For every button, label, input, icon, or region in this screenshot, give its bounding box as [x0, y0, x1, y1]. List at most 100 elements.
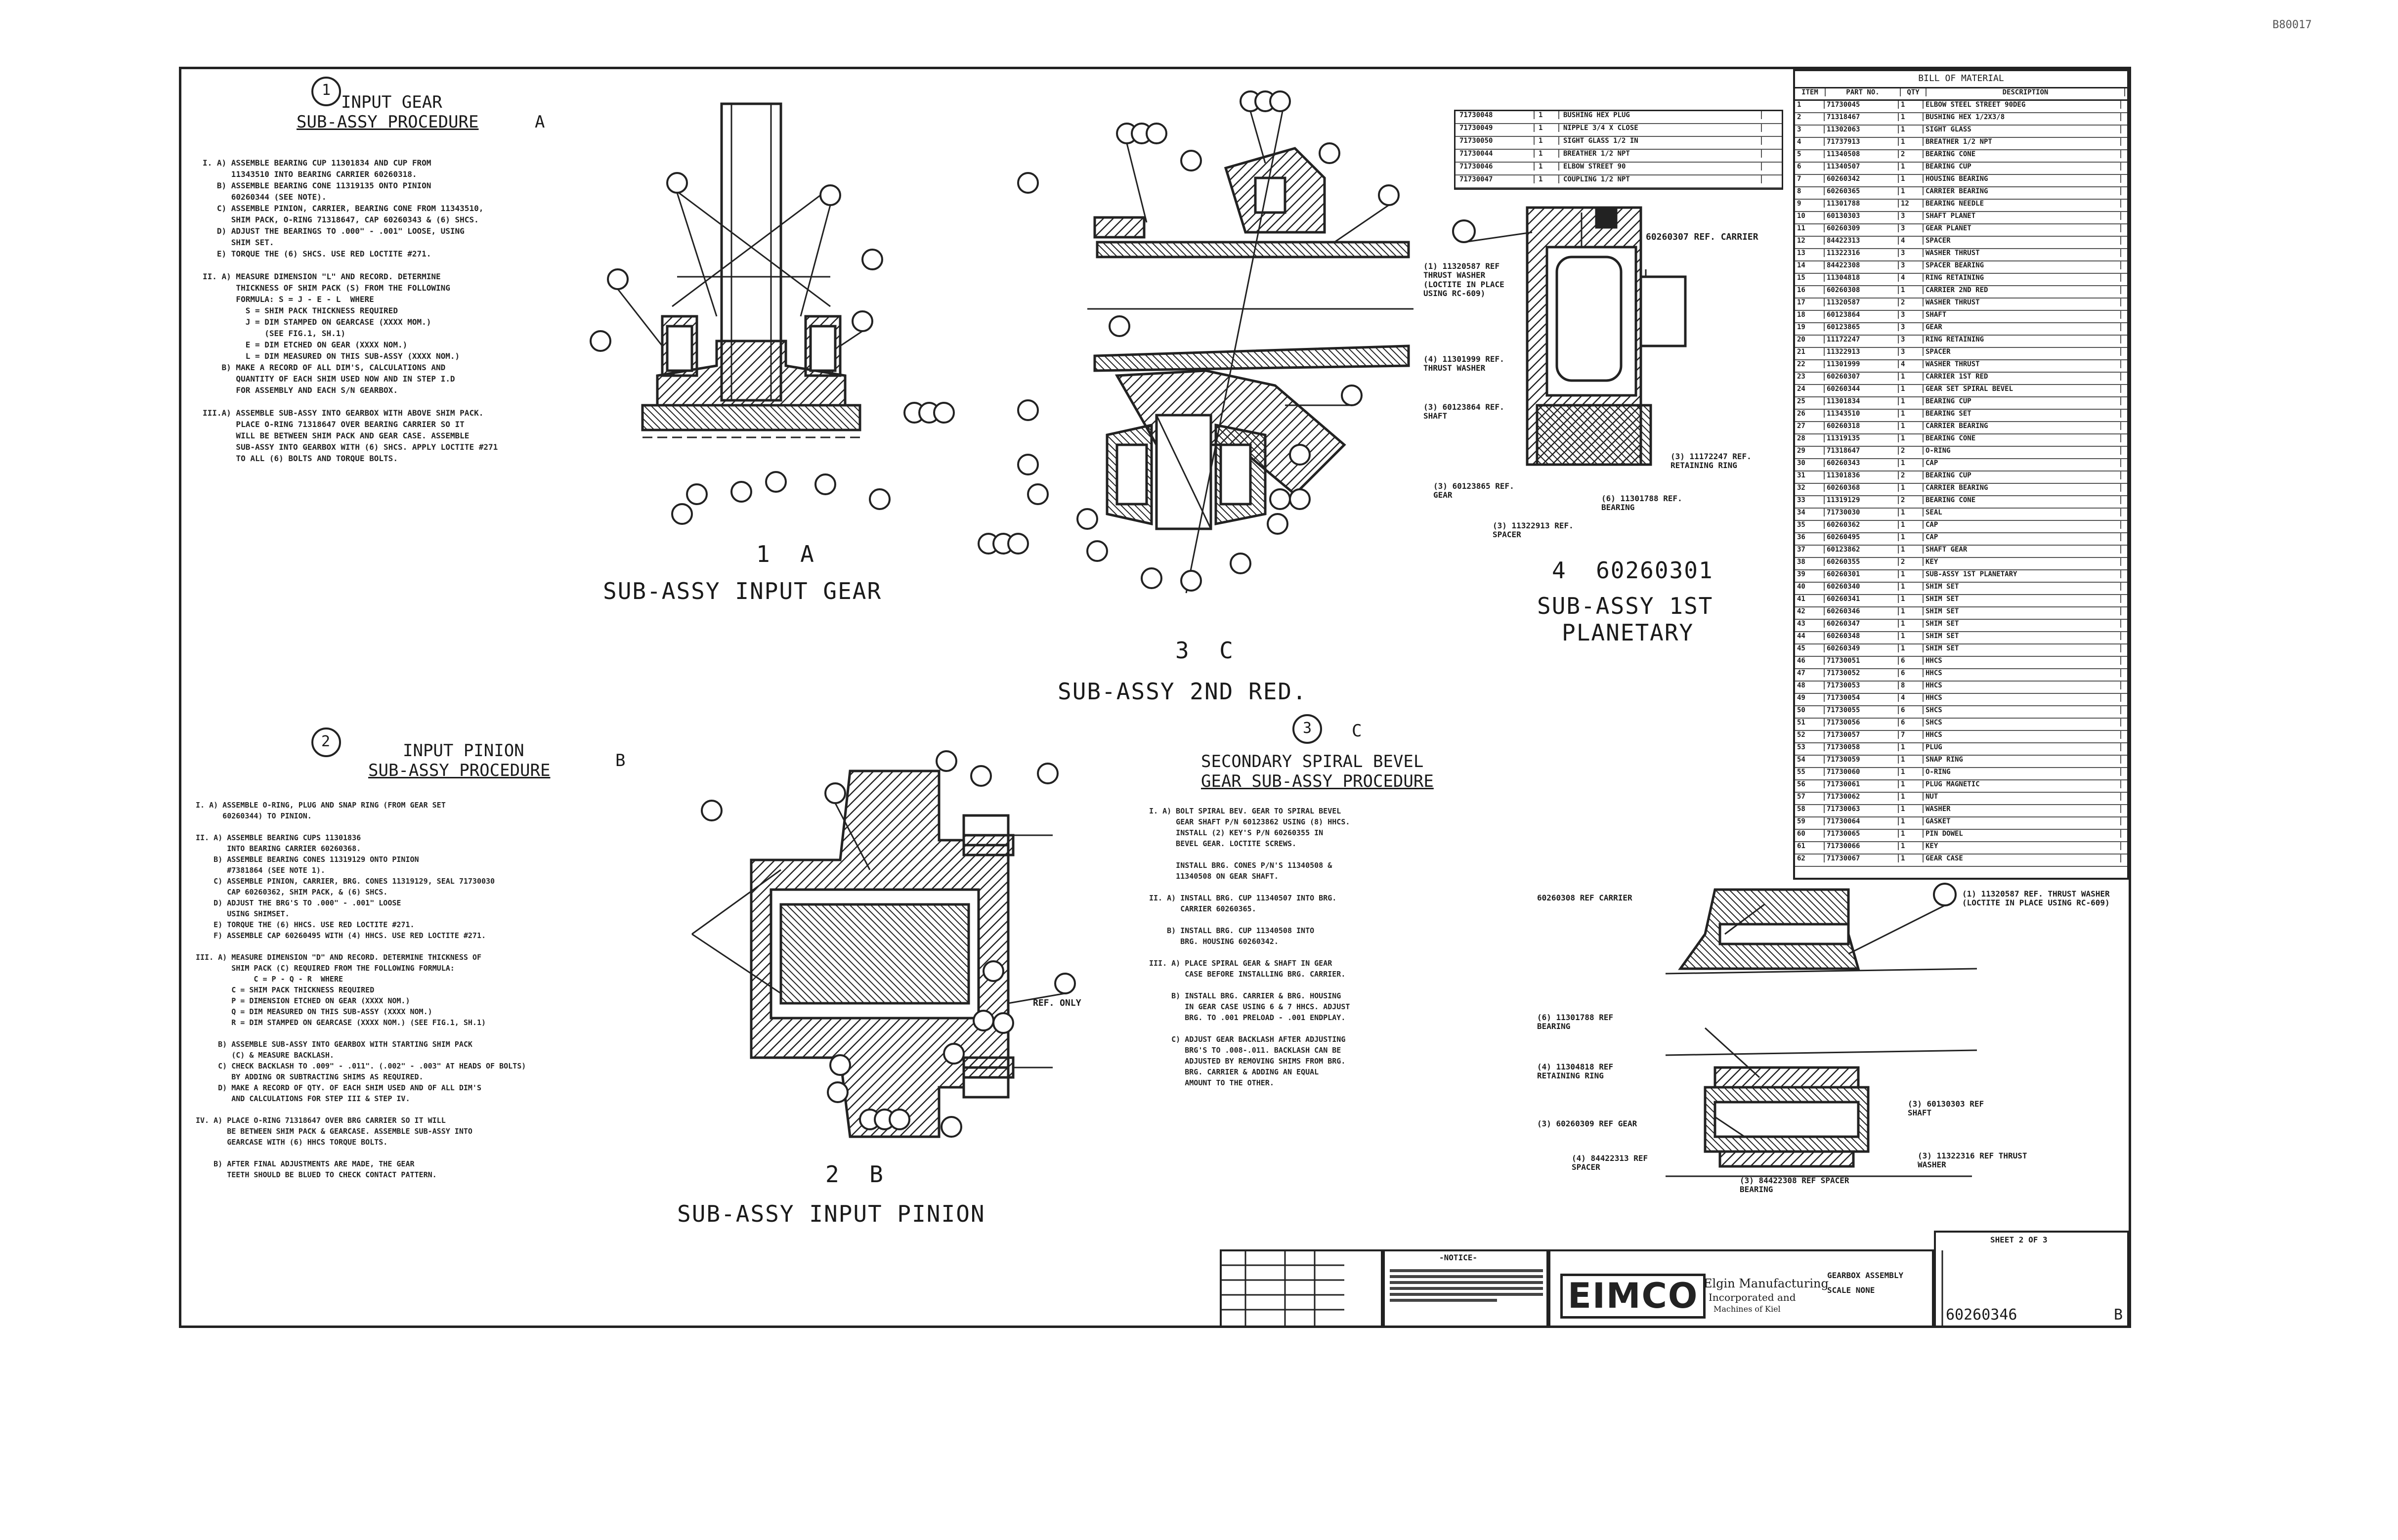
bom-cell: CAP — [1924, 459, 2121, 467]
bom-cell: 1 — [1899, 780, 1924, 788]
procedure-step: B) ASSEMBLE BEARING CONES 11319129 ONTO … — [196, 855, 419, 864]
carrier-callout-spacer: (4) 84422313 REF SPACER — [1572, 1154, 1648, 1172]
procedure-step: GEAR SHAFT P/N 60123862 USING (8) HHCS. — [1149, 817, 1350, 826]
bom-cell: 14 — [1795, 261, 1825, 269]
procedure-step: III.A) ASSEMBLE SUB-ASSY INTO GEARBOX WI… — [203, 408, 484, 418]
bom-cell: 71730061 — [1825, 780, 1899, 788]
procedure-step: B) AFTER FINAL ADJUSTMENTS ARE MADE, THE… — [196, 1159, 415, 1168]
bom-cell: 51 — [1795, 719, 1825, 727]
bom-cell: 1 — [1899, 385, 1924, 393]
revision-letter: B — [2114, 1306, 2123, 1324]
bom-cell: 1 — [1899, 101, 1924, 109]
bom-cell: 11304818 — [1825, 274, 1899, 282]
bom-cell: 84422313 — [1825, 237, 1899, 245]
bom-cell: 57 — [1795, 793, 1825, 801]
view-first-planetary-drawing — [1526, 206, 1687, 466]
bom-cell: 1 — [1899, 422, 1924, 430]
bom-cell: 3 — [1899, 249, 1924, 257]
procedure-step: SHIM PACK (C) REQUIRED FROM THE FOLLOWIN… — [196, 964, 455, 973]
procedure-step: S = SHIM PACK THICKNESS REQUIRED — [203, 306, 398, 315]
marker-2: 2 — [321, 733, 331, 750]
procedure-step: B) ASSEMBLE BEARING CONE 11319135 ONTO P… — [203, 181, 431, 190]
bom-cell: 60260308 — [1825, 286, 1899, 294]
drawing-number: 60260346 — [1946, 1306, 2017, 1324]
bom-cell: 8 — [1899, 682, 1924, 689]
procedure-step — [196, 1104, 526, 1115]
bom-column-header: QTY — [1901, 88, 1927, 96]
procedure-step: F) ASSEMBLE CAP 60260495 WITH (4) HHCS. … — [196, 931, 486, 940]
secondary-bevel-procedure: I. A) BOLT SPIRAL BEV. GEAR TO SPIRAL BE… — [1149, 806, 1350, 1088]
bom-cell: 56 — [1795, 780, 1825, 788]
bom-cell: 26 — [1795, 410, 1825, 418]
bom-cell: 71730062 — [1825, 793, 1899, 801]
bom-cell: 38 — [1795, 558, 1825, 566]
bom-cell: 1 — [1899, 521, 1924, 529]
bom-cell: 71730067 — [1825, 855, 1899, 862]
procedure-step: I. A) ASSEMBLE BEARING CUP 11301834 AND … — [203, 158, 431, 168]
bom-cell: HHCS — [1924, 682, 2121, 689]
bom-cell: 71730052 — [1825, 669, 1899, 677]
bom-cell: 40 — [1795, 583, 1825, 591]
revision-block — [1220, 1249, 1383, 1327]
bom-cell: SHIM SET — [1924, 644, 2121, 652]
view-input-pinion-caption: SUB-ASSY INPUT PINION — [677, 1200, 985, 1227]
procedure-step — [203, 259, 498, 271]
bom-cell: 84422308 — [1825, 261, 1899, 269]
bom-cell: 60260340 — [1825, 583, 1899, 591]
view-input-gear-caption: SUB-ASSY INPUT GEAR — [603, 578, 882, 604]
bom-cell: 2 — [1899, 558, 1924, 566]
bom-cell: 71730066 — [1825, 842, 1899, 850]
bom-cell: SHIM SET — [1924, 620, 2121, 628]
input-pinion-procedure: I. A) ASSEMBLE O-RING, PLUG AND SNAP RIN… — [196, 800, 526, 1180]
notice-text-lines — [1390, 1266, 1543, 1305]
bom-cell: 60260309 — [1825, 224, 1899, 232]
bom-cell: GEAR PLANET — [1924, 224, 2121, 232]
procedure-step: C = SHIM PACK THICKNESS REQUIRED — [196, 985, 375, 994]
planetary-callout-carrier: 60260307 REF. CARRIER — [1646, 232, 1758, 242]
bom-cell: 12 — [1899, 200, 1924, 208]
bom-cell: 71730057 — [1825, 731, 1899, 739]
bom-cell: 1 — [1899, 113, 1924, 121]
bom-cell: 1 — [1899, 644, 1924, 652]
bom-cell: BEARING SET — [1924, 410, 2121, 418]
bom-cell: GEAR CASE — [1924, 855, 2121, 862]
bom-cell: 1 — [1899, 570, 1924, 578]
procedure-step: III. A) MEASURE DIMENSION "D" AND RECORD… — [196, 953, 481, 962]
planetary-callout-bearing: (6) 11301788 REF. BEARING — [1601, 494, 1682, 513]
procedure-step: C = P - Q - R WHERE — [196, 975, 343, 984]
bom-cell: CARRIER BEARING — [1924, 422, 2121, 430]
bom-cell: 1 — [1899, 595, 1924, 603]
bom-cell: 71730051 — [1825, 657, 1899, 665]
procedure-step: QUANTITY OF EACH SHIM USED NOW AND IN ST… — [203, 374, 455, 384]
bom-cell: KEY — [1924, 842, 2121, 850]
bom-cell: 11340508 — [1825, 150, 1899, 158]
procedure-step: BRG. HOUSING 60260342. — [1149, 937, 1279, 946]
bom-cell: 1 — [1899, 817, 1924, 825]
drawing-number-block: SHEET 2 OF 3 60260346 B — [1934, 1231, 2129, 1327]
bom-cell: HHCS — [1924, 694, 2121, 702]
procedure-step: BRG. TO .001 PRELOAD - .001 ENDPLAY. — [1149, 1013, 1346, 1022]
bom-cell: 1 — [1899, 163, 1924, 171]
bom-cell: 71730054 — [1825, 694, 1899, 702]
upper-list-cell: 71730048 — [1456, 111, 1535, 119]
upper-list-cell: 1 — [1535, 124, 1559, 132]
bom-cell: SHIM SET — [1924, 607, 2121, 615]
bom-cell: 60130303 — [1825, 212, 1899, 220]
